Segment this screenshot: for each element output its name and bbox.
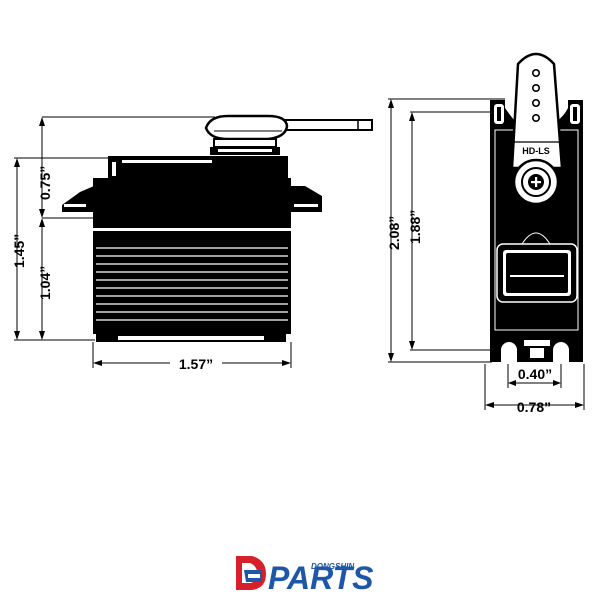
servo-horn-side — [204, 114, 373, 155]
logo-brand-small: DONGSHIN — [311, 562, 354, 571]
ds-logo-mark-icon — [236, 556, 266, 590]
front-view: HD-LS 2.08” 1.88” 0.40” 0.78” — [386, 52, 585, 415]
dim-mount-spacing: 0.40” — [518, 366, 552, 382]
horn-label: HD-LS — [522, 146, 550, 156]
dim-height-front-body: 1.88” — [407, 210, 423, 244]
dim-height-total: 1.45” — [11, 234, 27, 268]
side-view: 0.75” 1.45” 1.04” 1.57” — [11, 114, 373, 372]
dim-width-side: 1.57” — [179, 356, 213, 372]
dongshin-parts-logo: PARTS DONGSHIN — [236, 556, 374, 596]
dim-height-front-total: 2.08” — [386, 216, 402, 250]
servo-horn-front: HD-LS — [510, 52, 564, 206]
dim-height-body: 1.04” — [37, 266, 53, 300]
dim-height-top: 0.75” — [37, 166, 53, 200]
logo-brand-large: PARTS — [268, 560, 374, 596]
dim-width-front: 0.78” — [517, 399, 551, 415]
